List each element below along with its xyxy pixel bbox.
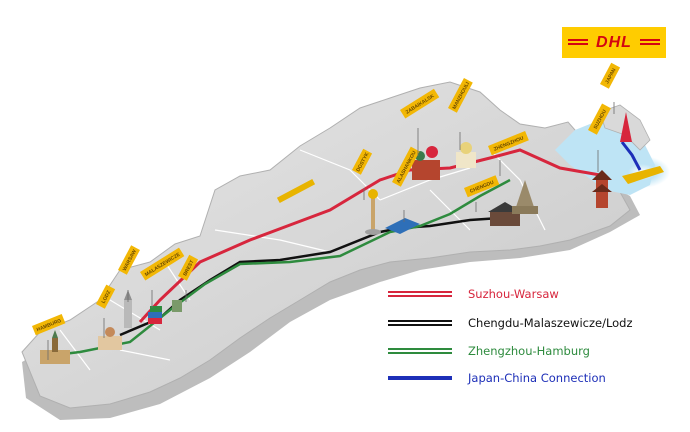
- legend-label: Japan-China Connection: [468, 371, 606, 385]
- flag-banner: [178, 254, 199, 281]
- flag-banner: [32, 314, 66, 336]
- zabaikalsk-cathedral: [412, 146, 440, 180]
- flag-banner: [588, 103, 611, 135]
- logo-text: DHL: [596, 33, 632, 51]
- legend-swatch: [388, 291, 452, 297]
- dostyk-monument: [365, 189, 381, 235]
- lodz-landmark: [98, 327, 122, 350]
- route-japan-china: [620, 141, 642, 171]
- city-flag-lodz: LODZ: [96, 284, 116, 338]
- malaszewicze-containers: [148, 306, 162, 324]
- flag-banner: [600, 62, 621, 89]
- flag-banner: [488, 131, 529, 156]
- logo-stripes-icon: [568, 39, 660, 45]
- legend-label: Suzhou-Warsaw: [468, 287, 559, 301]
- flag-banner: [140, 247, 185, 281]
- legend-swatch: [388, 376, 452, 380]
- suzhou-pagoda: [592, 170, 612, 208]
- flag-banner: [464, 175, 500, 198]
- flag-banner: [448, 77, 473, 113]
- flag-banner: [117, 245, 140, 275]
- legend-item-japan-china-connection: Japan-China Connection: [388, 367, 678, 389]
- legend-label: Chengdu-Malaszewicze/Lodz: [468, 316, 633, 330]
- legend-label: Zhengzhou-Hamburg: [468, 344, 590, 358]
- landmass: [21, 81, 640, 420]
- route-zhengzhou-hamburg: [54, 178, 511, 357]
- hamburg-landmark: [40, 330, 70, 364]
- zhengzhou-temple: [512, 180, 538, 214]
- cargo-ship: [622, 166, 664, 184]
- flag-banner: [392, 146, 420, 187]
- legend-swatch: [388, 320, 452, 326]
- brest-landmark: [172, 300, 182, 312]
- manzhouli-building: [456, 142, 476, 168]
- dhl-logo: DHL: [562, 27, 666, 58]
- city-label-lodz: LODZ: [101, 290, 113, 305]
- flag-banner: [96, 284, 116, 309]
- legend-swatch: [388, 348, 452, 354]
- legend-item-zhengzhou-hamburg: Zhengzhou-Hamburg: [388, 340, 678, 362]
- alashankou-station: [385, 218, 420, 234]
- japan-tower: [620, 112, 632, 142]
- landmarks: [40, 112, 664, 364]
- flag-banner: [352, 148, 373, 175]
- route-suzhou-warsaw: [138, 148, 601, 324]
- flag-banner: [400, 88, 440, 119]
- legend-item-chengdu-malaszewicze-lodz: Chengdu-Malaszewicze/Lodz: [388, 312, 678, 334]
- legend-item-suzhou-warsaw: Suzhou-Warsaw: [388, 283, 678, 305]
- train: [276, 178, 316, 204]
